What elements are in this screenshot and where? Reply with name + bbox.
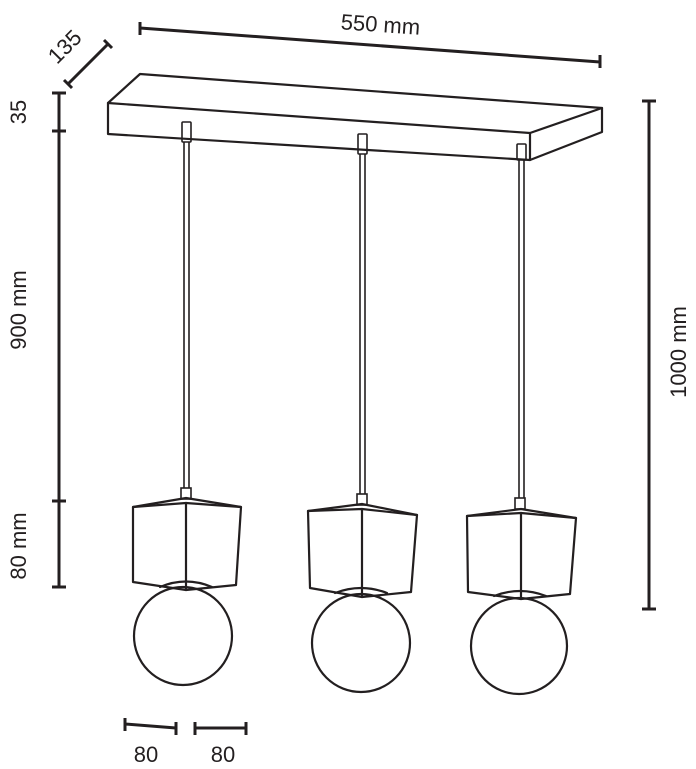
cube-shade-2: [306, 502, 419, 599]
bulb-socket-3: [492, 589, 548, 598]
width-label: 550 mm: [340, 9, 421, 39]
cube-shade-1: [131, 496, 243, 592]
bulb-socket-2: [333, 586, 389, 595]
cable-length-label: 900 mm: [6, 270, 31, 349]
cube-shade-3: [465, 507, 578, 601]
pendant-1: [131, 487, 243, 687]
dimension-left-vertical: 35 900 mm 80 mm: [6, 91, 66, 589]
pendant-2: [306, 493, 419, 694]
shade-connector-3: [514, 497, 526, 510]
cable-holder-2: [357, 133, 368, 155]
canopy-height-label: 35: [6, 100, 31, 124]
depth-label: 135: [43, 25, 87, 69]
cable-holder-1: [181, 121, 192, 143]
dimension-width: 550 mm: [138, 9, 602, 68]
bulb-1: [132, 585, 234, 687]
pendant-cables: [181, 121, 527, 498]
shade-height-label: 80 mm: [6, 512, 31, 579]
total-height-label: 1000 mm: [666, 306, 691, 398]
dimension-right-vertical: 1000 mm: [642, 99, 691, 611]
bulb-2: [310, 592, 412, 694]
ceiling-canopy: [106, 72, 604, 162]
bulb-socket-1: [158, 580, 214, 589]
cable-holder-3: [516, 143, 527, 161]
pendant-3: [465, 497, 578, 696]
bulb-3: [469, 596, 569, 696]
shade-width-label-2: 80: [211, 742, 235, 767]
shade-width-label-1: 80: [134, 742, 158, 767]
dimension-bottom: 80 80: [123, 718, 248, 767]
dimension-depth: 135: [43, 25, 114, 90]
